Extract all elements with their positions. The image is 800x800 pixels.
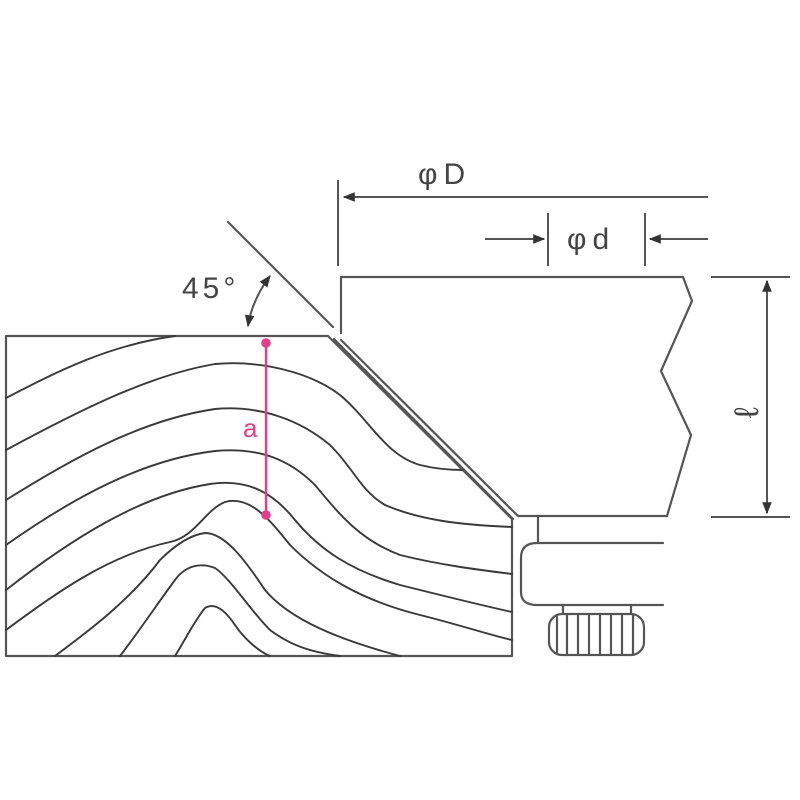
chamfer-edge-inner	[332, 337, 515, 521]
nut-outline	[547, 612, 646, 657]
length-dimension: ℓ	[711, 276, 790, 518]
angle-annotation: 45°	[182, 220, 335, 329]
outer-diameter-label: φD	[418, 158, 471, 191]
inner-diameter-label: φd	[567, 223, 615, 256]
wood-grain	[5, 335, 513, 657]
angle-label: 45°	[182, 272, 239, 305]
cutter-outline	[339, 275, 694, 518]
length-label: ℓ	[728, 407, 766, 418]
knurl-lines	[555, 613, 635, 656]
knurled-nut	[547, 612, 646, 657]
cut-depth-dimension: a	[243, 338, 271, 520]
angle-arc	[244, 275, 271, 328]
bearing-collar	[519, 541, 665, 616]
inner-diameter-dimension: φd	[485, 213, 708, 266]
outer-diameter-dimension: φD	[337, 158, 708, 266]
workpiece-wood-block	[4, 334, 514, 658]
chamfer-extension-line	[226, 220, 335, 329]
cut-depth-label: a	[243, 413, 258, 443]
bearing-outline	[519, 541, 665, 607]
cutter-body	[332, 275, 694, 545]
workpiece-outline	[4, 334, 514, 658]
